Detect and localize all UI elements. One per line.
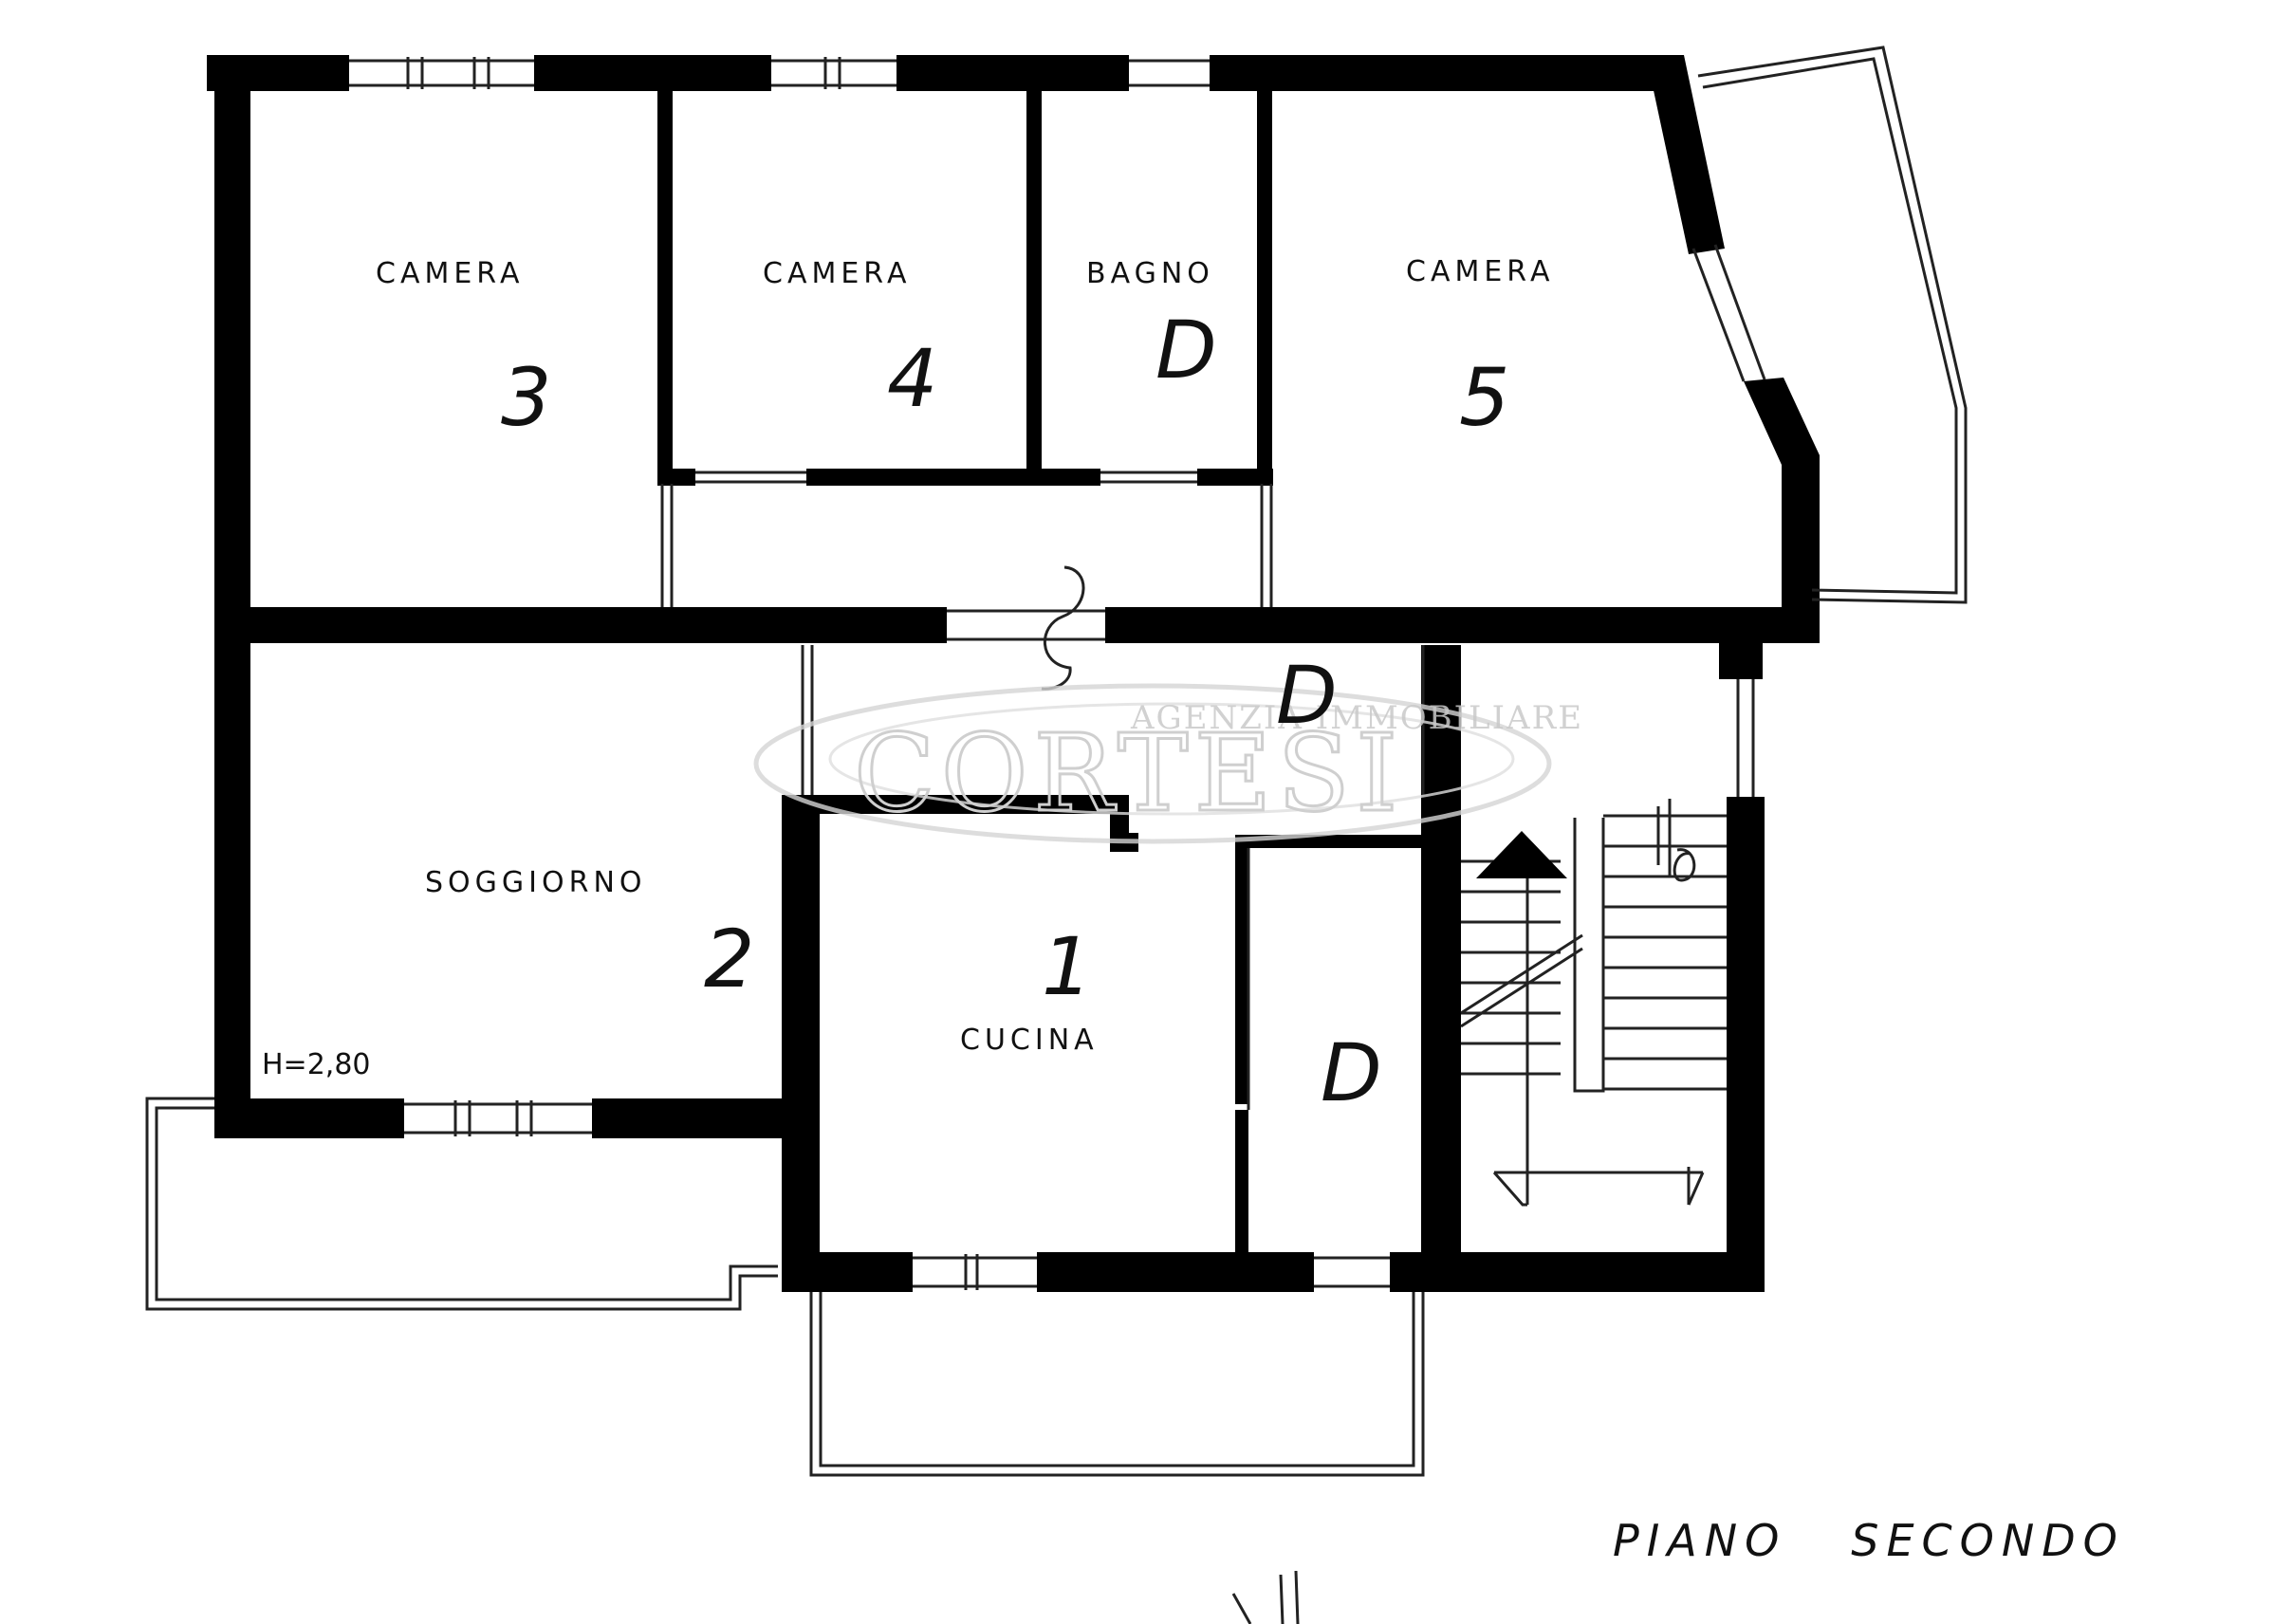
- fixtures: [145, 46, 1968, 1477]
- watermark: AGENZIA IMMOBILIARE CORTESI: [753, 683, 1583, 844]
- stair-arrow-icon: [1476, 831, 1567, 878]
- room-name-camera-3: CAMERA: [376, 257, 524, 290]
- staircase: [1460, 799, 1727, 1207]
- room-number-soggiorno: 2: [704, 913, 754, 1006]
- room-number-camera-4: 4: [887, 332, 937, 425]
- room-number-camera-3: 3: [501, 351, 551, 444]
- room-labels: CAMERA 3 CAMERA 4 BAGNO D CAMERA 5 SOGGI…: [262, 255, 1554, 1119]
- room-name-camera-4: CAMERA: [763, 257, 911, 290]
- ceiling-height-note: H=2,80: [262, 1048, 371, 1081]
- room-name-soggiorno: SOGGIORNO: [425, 866, 647, 899]
- room-number-ripostiglio: D: [1321, 1026, 1382, 1119]
- watermark-line2: CORTESI: [854, 712, 1403, 836]
- room-number-cucina: 1: [1042, 920, 1092, 1013]
- scan-marks: [1231, 1570, 1300, 1624]
- room-number-camera-5: 5: [1459, 351, 1509, 444]
- walls: [207, 55, 1820, 1292]
- watermark-line1: AGENZIA IMMOBILIARE: [1130, 699, 1583, 737]
- room-number-disimpegno-ingresso: D: [1276, 649, 1338, 742]
- floor-title: PIANO SECONDO: [1613, 1515, 2125, 1566]
- room-name-cucina: CUCINA: [960, 1024, 1099, 1057]
- room-number-bagno: D: [1155, 304, 1217, 397]
- room-name-camera-5: CAMERA: [1406, 255, 1554, 288]
- room-name-bagno: BAGNO: [1086, 257, 1214, 290]
